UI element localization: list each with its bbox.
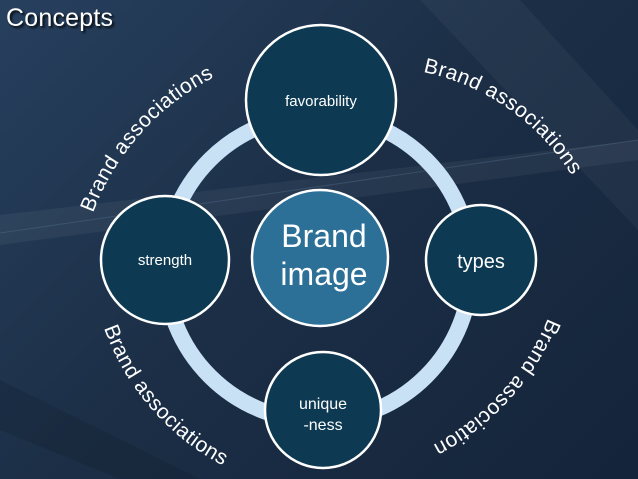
slide-title: Concepts	[6, 4, 114, 32]
arc-label-top-right: Brand associations	[422, 54, 587, 178]
node-types: types	[424, 203, 538, 317]
node-types-label: types	[457, 251, 505, 273]
arc-label-bottom-left: Brand associations	[99, 321, 232, 470]
node-favorability-label: favorability	[285, 93, 357, 110]
node-uniqueness-label-line2: -ness	[303, 417, 342, 434]
node-strength: strength	[99, 194, 231, 326]
node-strength-label: strength	[138, 252, 192, 269]
node-favorability: favorability	[244, 23, 398, 177]
node-uniqueness: unique -ness	[263, 350, 383, 470]
center-label-line1: Brand	[281, 218, 366, 254]
center-node: Brand image	[250, 188, 390, 328]
center-label-line2: image	[280, 256, 367, 292]
arc-label-top-left: Brand associations	[76, 61, 217, 215]
node-uniqueness-label-line1: unique	[299, 396, 347, 413]
